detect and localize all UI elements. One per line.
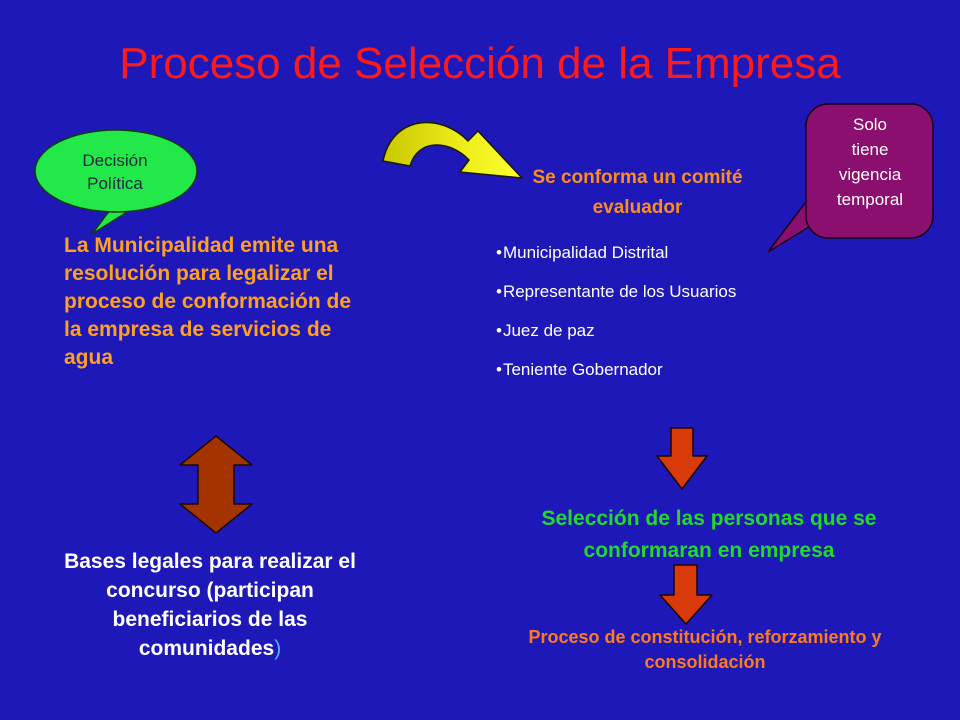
committee-heading: Se conforma un comité evaluador (532, 167, 743, 218)
member-label: Teniente Gobernador (502, 360, 663, 379)
legal-bases-text: Bases legales para realizar el concurso … (40, 547, 380, 663)
double-arrow-icon (179, 435, 253, 534)
decision-line-2: Política (87, 174, 143, 193)
legal-bases-paren: ) (274, 637, 282, 660)
note-line-3: vigencia (838, 165, 902, 184)
bullet: • (496, 282, 502, 301)
note-line-4: temporal (836, 190, 904, 209)
legal-bases-main: Bases legales para realizar el concurso … (64, 550, 356, 660)
curved-arrow-icon (382, 121, 523, 179)
committee-members-list: •Municipalidad Distrital •Representante … (496, 241, 756, 397)
decision-bubble-label: Decisión Política (40, 149, 190, 195)
member-label: Municipalidad Distrital (502, 243, 669, 262)
note-line-1: Solo (852, 115, 888, 134)
selection-text: Selección de las personas que se conform… (541, 507, 877, 562)
list-item: •Teniente Gobernador (496, 358, 756, 382)
resolution-text: La Municipalidad emite una resolución pa… (64, 234, 352, 369)
member-label: Juez de paz (502, 321, 595, 340)
bullet: • (496, 243, 502, 262)
note-bubble-label: Solo tiene vigencia temporal (808, 112, 932, 212)
decision-bubble-icon (34, 129, 198, 235)
list-item: •Juez de paz (496, 319, 756, 343)
slide-title: Proceso de Selección de la Empresa (119, 39, 841, 88)
down-arrow-icon (659, 564, 713, 625)
list-item: •Representante de los Usuarios (496, 280, 756, 304)
list-item: •Municipalidad Distrital (496, 241, 756, 265)
bullet: • (496, 360, 502, 379)
bullet: • (496, 321, 502, 340)
note-line-2: tiene (851, 140, 889, 159)
decision-line-1: Decisión (82, 151, 148, 170)
member-label: Representante de los Usuarios (502, 282, 737, 301)
down-arrow-icon (656, 427, 708, 490)
process-text: Proceso de constitución, reforzamiento y… (528, 627, 882, 672)
note-bubble-icon (767, 103, 934, 253)
